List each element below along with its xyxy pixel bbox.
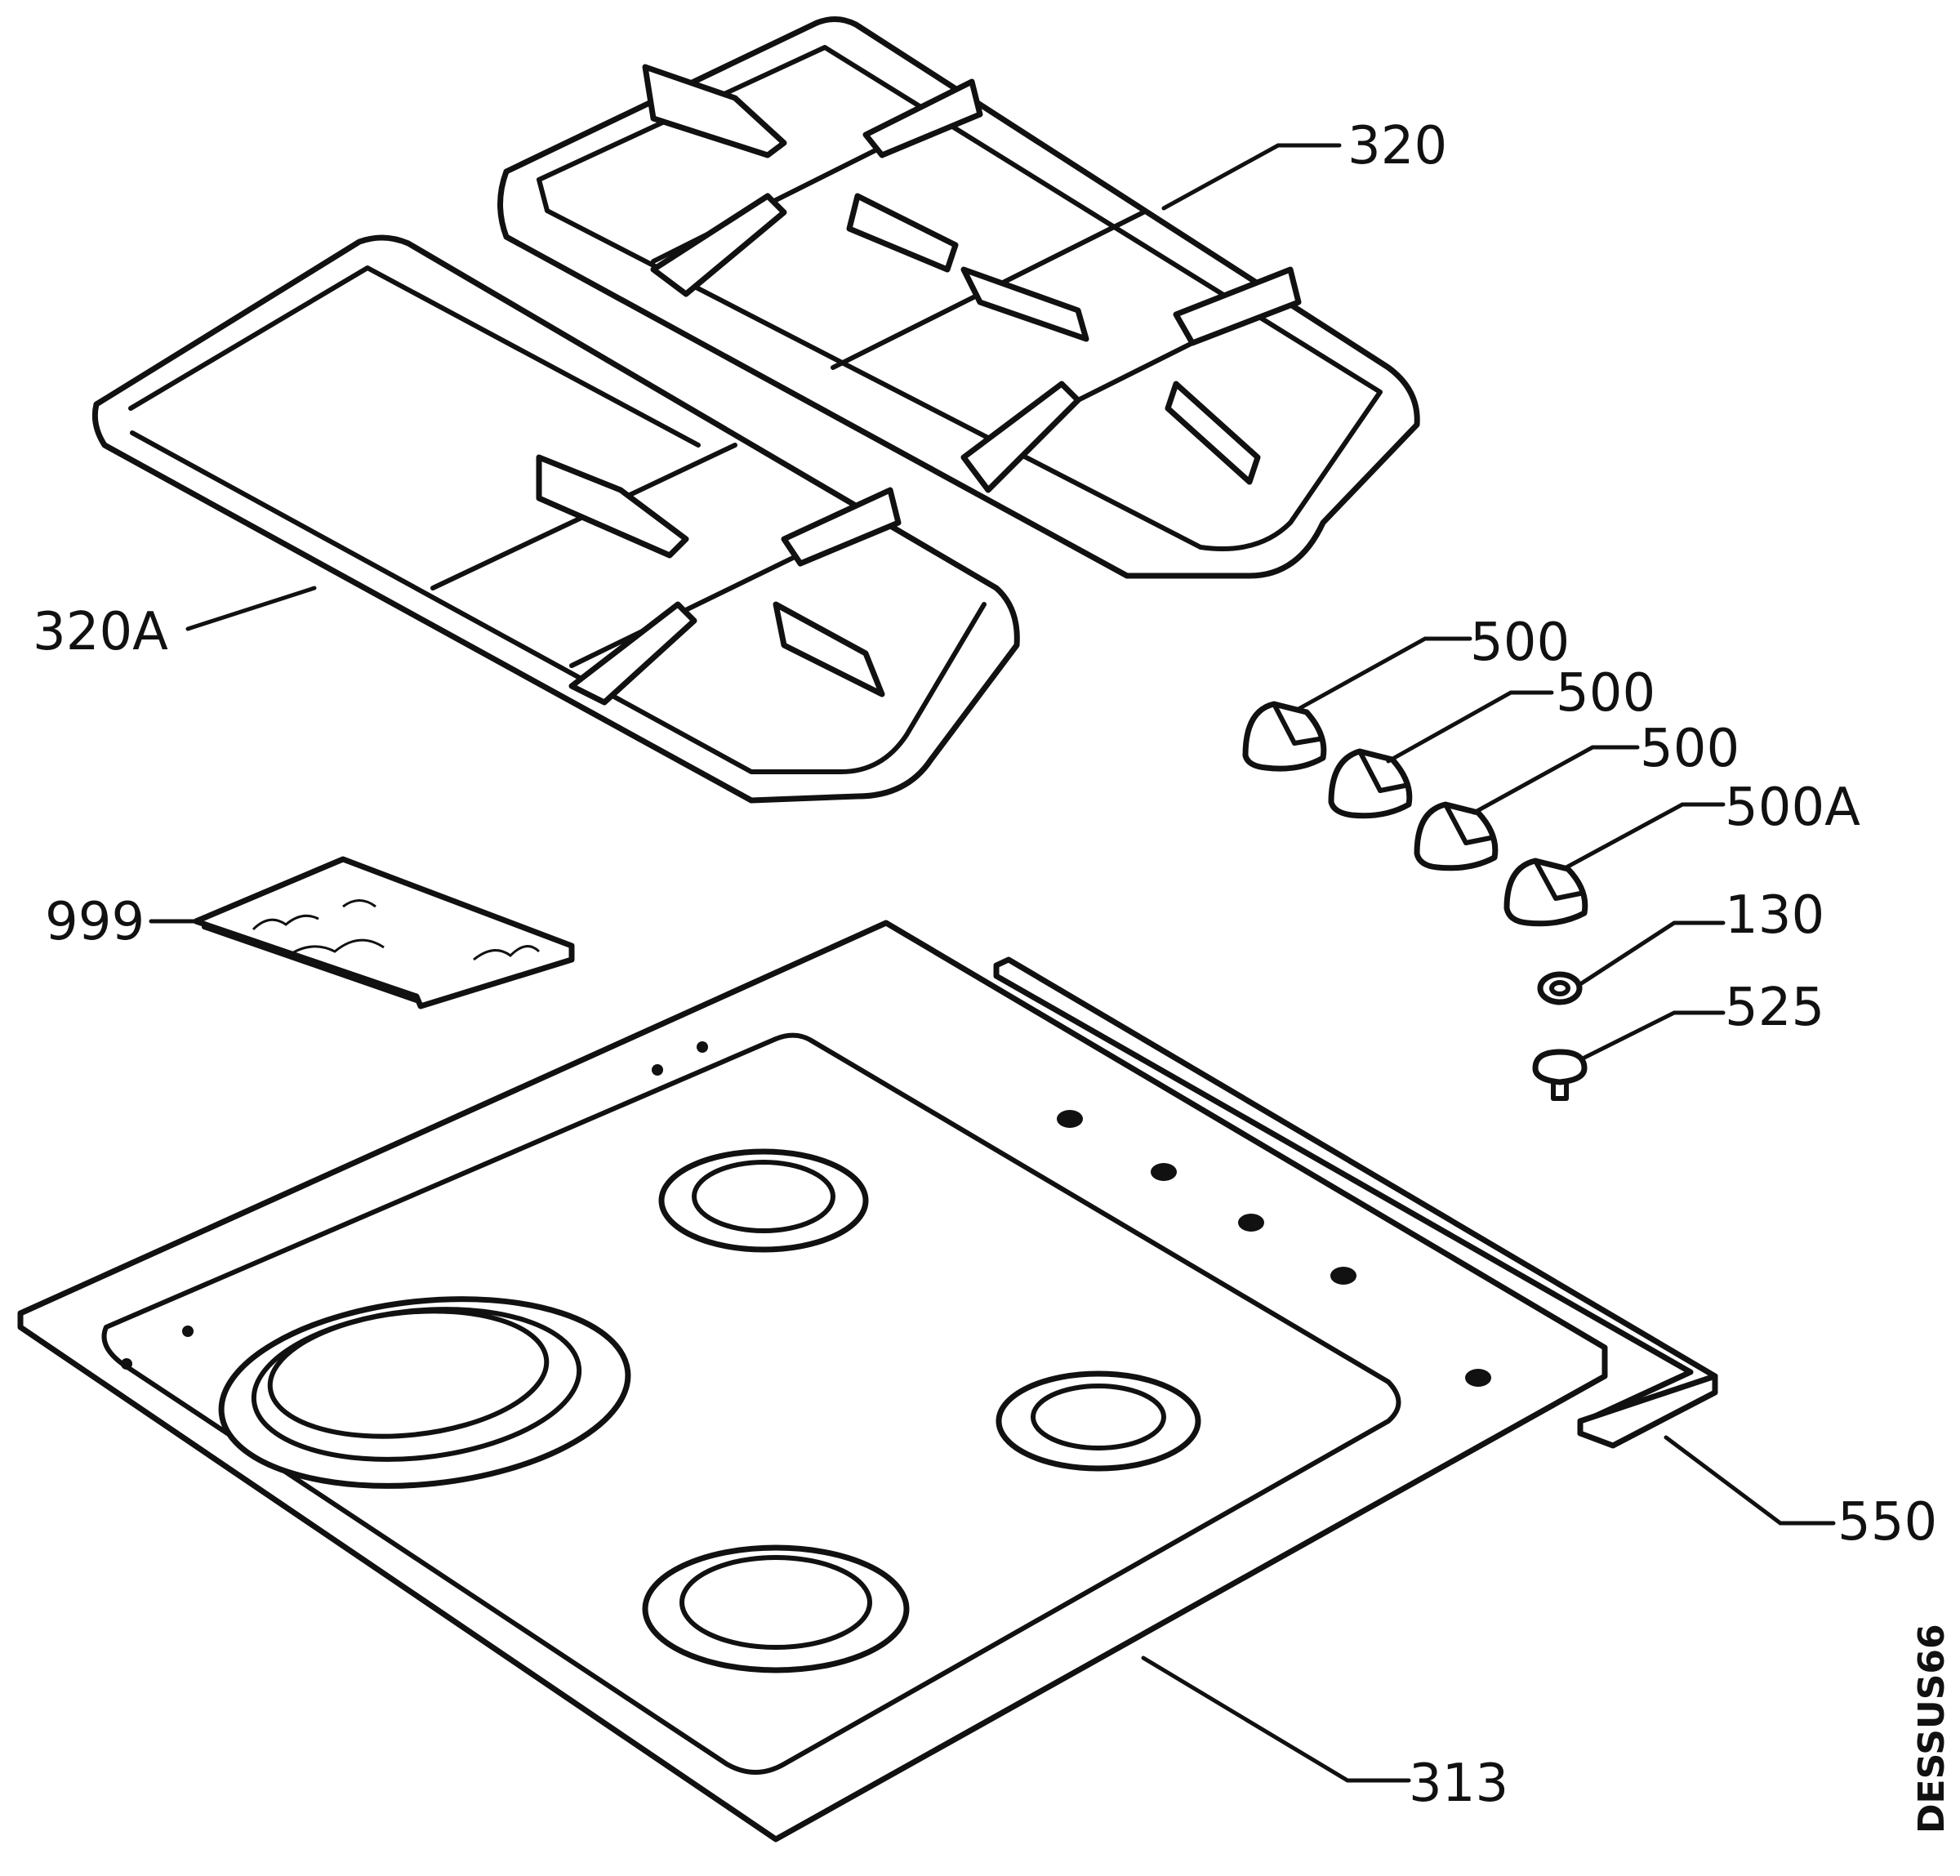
label-320: 320 [1348, 116, 1447, 176]
pan-support-320a [91, 234, 1020, 804]
label-500-3: 500 [1640, 719, 1740, 779]
pan-support-320 [497, 16, 1420, 579]
trim-strip-550 [993, 956, 1718, 1449]
knob-500-1 [1242, 701, 1327, 772]
drawing-code: DESSUS66 [1911, 1624, 1953, 1834]
label-500-1: 500 [1470, 613, 1570, 673]
booklet-999 [193, 856, 575, 1009]
knob-500-2 [1328, 748, 1413, 819]
label-313: 313 [1409, 1753, 1508, 1814]
part-130 [1537, 971, 1583, 1005]
hob-top-313 [17, 920, 1608, 1843]
label-525: 525 [1725, 978, 1824, 1038]
label-550: 550 [1838, 1492, 1937, 1553]
label-320a: 320A [33, 602, 168, 662]
label-500a: 500A [1725, 778, 1860, 838]
label-130: 130 [1725, 885, 1824, 946]
knob-500a [1503, 858, 1588, 927]
knob-500-3 [1414, 801, 1499, 871]
leader-lines [149, 143, 1836, 1783]
label-999: 999 [45, 892, 145, 952]
label-500-2: 500 [1556, 663, 1655, 724]
part-525 [1532, 1049, 1588, 1101]
